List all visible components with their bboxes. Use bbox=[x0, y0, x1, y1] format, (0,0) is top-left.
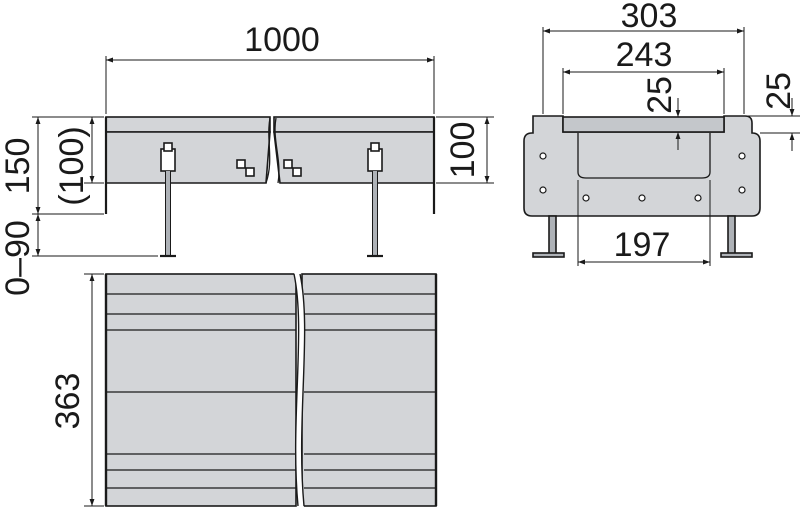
label-foot-adjust: 0–90 bbox=[0, 220, 37, 296]
label-recess-depth: 25 bbox=[641, 76, 679, 114]
label-side-height: 100 bbox=[444, 122, 482, 179]
label-overall-height: 150 bbox=[0, 138, 37, 195]
label-inner-width: 243 bbox=[616, 36, 673, 74]
grate-strip-right bbox=[273, 116, 435, 133]
section-inner-channel bbox=[577, 133, 711, 179]
plan-break-gap bbox=[294, 272, 305, 508]
label-foot-spacing: 197 bbox=[614, 226, 671, 264]
adjustable-foot-right bbox=[367, 142, 383, 258]
section-foot-left bbox=[532, 215, 565, 258]
side-elevation-dimensions bbox=[32, 56, 494, 257]
plan-grate-lines bbox=[106, 293, 436, 489]
cross-section-view bbox=[523, 115, 761, 258]
plan-outline-left bbox=[105, 273, 297, 507]
connector-square-3 bbox=[283, 159, 293, 169]
plan-view-dimensions bbox=[84, 273, 104, 507]
label-section-width: 303 bbox=[621, 0, 678, 35]
plan-break-line-b bbox=[299, 273, 306, 507]
connector-square-2 bbox=[245, 167, 255, 177]
section-body bbox=[523, 115, 761, 217]
label-flange-height: 25 bbox=[760, 72, 798, 110]
label-channel-depth: (100) bbox=[53, 126, 91, 205]
break-line bbox=[265, 117, 280, 184]
plan-outline-right bbox=[301, 273, 437, 507]
side-elevation-view bbox=[104, 116, 436, 258]
plan-break-line-a bbox=[293, 273, 300, 507]
plan-view bbox=[104, 272, 438, 508]
cross-section-dimensions bbox=[542, 27, 800, 266]
adjustable-foot-left bbox=[160, 142, 176, 258]
label-overall-length: 1000 bbox=[244, 21, 320, 59]
label-plan-width: 363 bbox=[49, 373, 87, 430]
connector-square-4 bbox=[292, 167, 302, 177]
connector-square-1 bbox=[236, 159, 246, 169]
section-grate bbox=[562, 116, 725, 133]
section-bolt-holes bbox=[539, 152, 746, 202]
grate-strip-left bbox=[105, 116, 271, 133]
section-foot-right bbox=[720, 215, 753, 258]
